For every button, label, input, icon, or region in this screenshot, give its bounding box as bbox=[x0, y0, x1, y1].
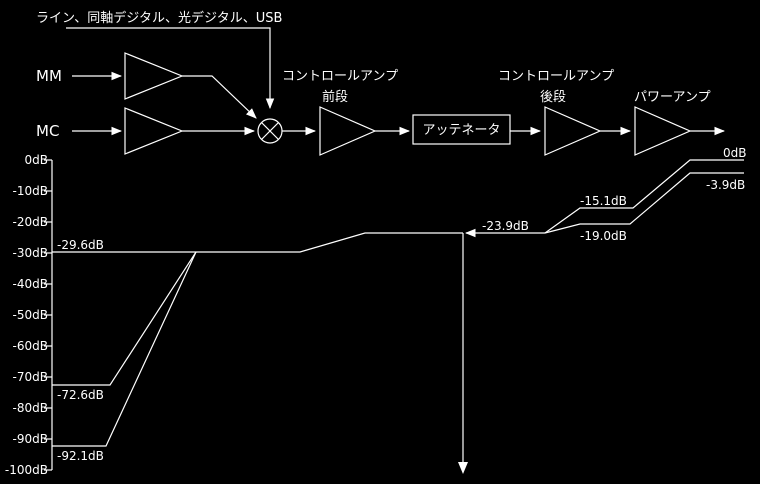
output-lower-trace bbox=[544, 172, 744, 234]
mm-to-mixer-wire bbox=[182, 75, 257, 119]
line-level-trace bbox=[52, 232, 463, 253]
db-axis-tick-label: -20dB bbox=[13, 215, 48, 229]
preamp-front-triangle bbox=[319, 106, 377, 156]
preamp-rear-label-line2: 後段 bbox=[540, 90, 566, 105]
level-label-mid-upper: -15.1dB bbox=[580, 194, 627, 208]
db-axis-ticks: 0dB -10dB -20dB -30dB -40dB -50dB -60dB -70dB -8… bbox=[5, 153, 52, 477]
db-axis-tick-label: 0dB bbox=[25, 153, 48, 167]
db-axis-tick-label: -40dB bbox=[13, 277, 48, 291]
output-upper-trace bbox=[544, 159, 744, 234]
preamp-rear-label-line1: コントロールアンプ bbox=[498, 69, 614, 84]
level-label-mm-in: -72.6dB bbox=[57, 388, 104, 402]
attenuation-range-arrowhead bbox=[458, 462, 468, 474]
level-label-line-in: -29.6dB bbox=[57, 238, 104, 252]
input-label-line-digital-usb: ライン、同軸デジタル、光デジタル、USB bbox=[36, 10, 282, 26]
attenuator-label: アッテネータ bbox=[422, 123, 500, 138]
line-input-wire bbox=[66, 27, 275, 110]
db-axis-tick-label: -70dB bbox=[13, 370, 48, 384]
input-label-mm: MM bbox=[36, 67, 62, 85]
mc-amp-triangle bbox=[124, 107, 184, 155]
db-axis-tick-label: -80dB bbox=[13, 401, 48, 415]
level-label-out-upper: 0dB bbox=[723, 146, 746, 160]
power-amp-triangle bbox=[634, 106, 692, 156]
preamp-rear-triangle bbox=[544, 106, 602, 156]
db-axis-tick-label: -90dB bbox=[13, 432, 48, 446]
db-axis-tick-label: -60dB bbox=[13, 339, 48, 353]
level-label-out-lower: -3.9dB bbox=[706, 178, 745, 192]
mc-level-trace bbox=[52, 251, 197, 447]
input-label-mc: MC bbox=[36, 122, 59, 140]
power-amp-label: パワーアンプ bbox=[634, 90, 711, 105]
attenuator-box bbox=[412, 114, 511, 145]
level-label-after-attenuator: -23.9dB bbox=[482, 219, 529, 233]
level-label-mid-lower: -19.0dB bbox=[580, 229, 627, 243]
mixer-symbol bbox=[257, 118, 283, 144]
preamp-front-label-line2: 前段 bbox=[322, 89, 348, 105]
mm-amp-triangle bbox=[124, 52, 184, 100]
db-axis-tick-label: -100dB bbox=[5, 463, 48, 477]
db-axis-tick-label: -50dB bbox=[13, 308, 48, 322]
mm-level-trace bbox=[52, 251, 197, 386]
db-axis-tick-label: -30dB bbox=[13, 246, 48, 260]
preamp-front-label-line1: コントロールアンプ bbox=[282, 69, 398, 84]
db-axis-tick-label: -10dB bbox=[13, 184, 48, 198]
level-label-mc-in: -92.1dB bbox=[57, 449, 104, 463]
